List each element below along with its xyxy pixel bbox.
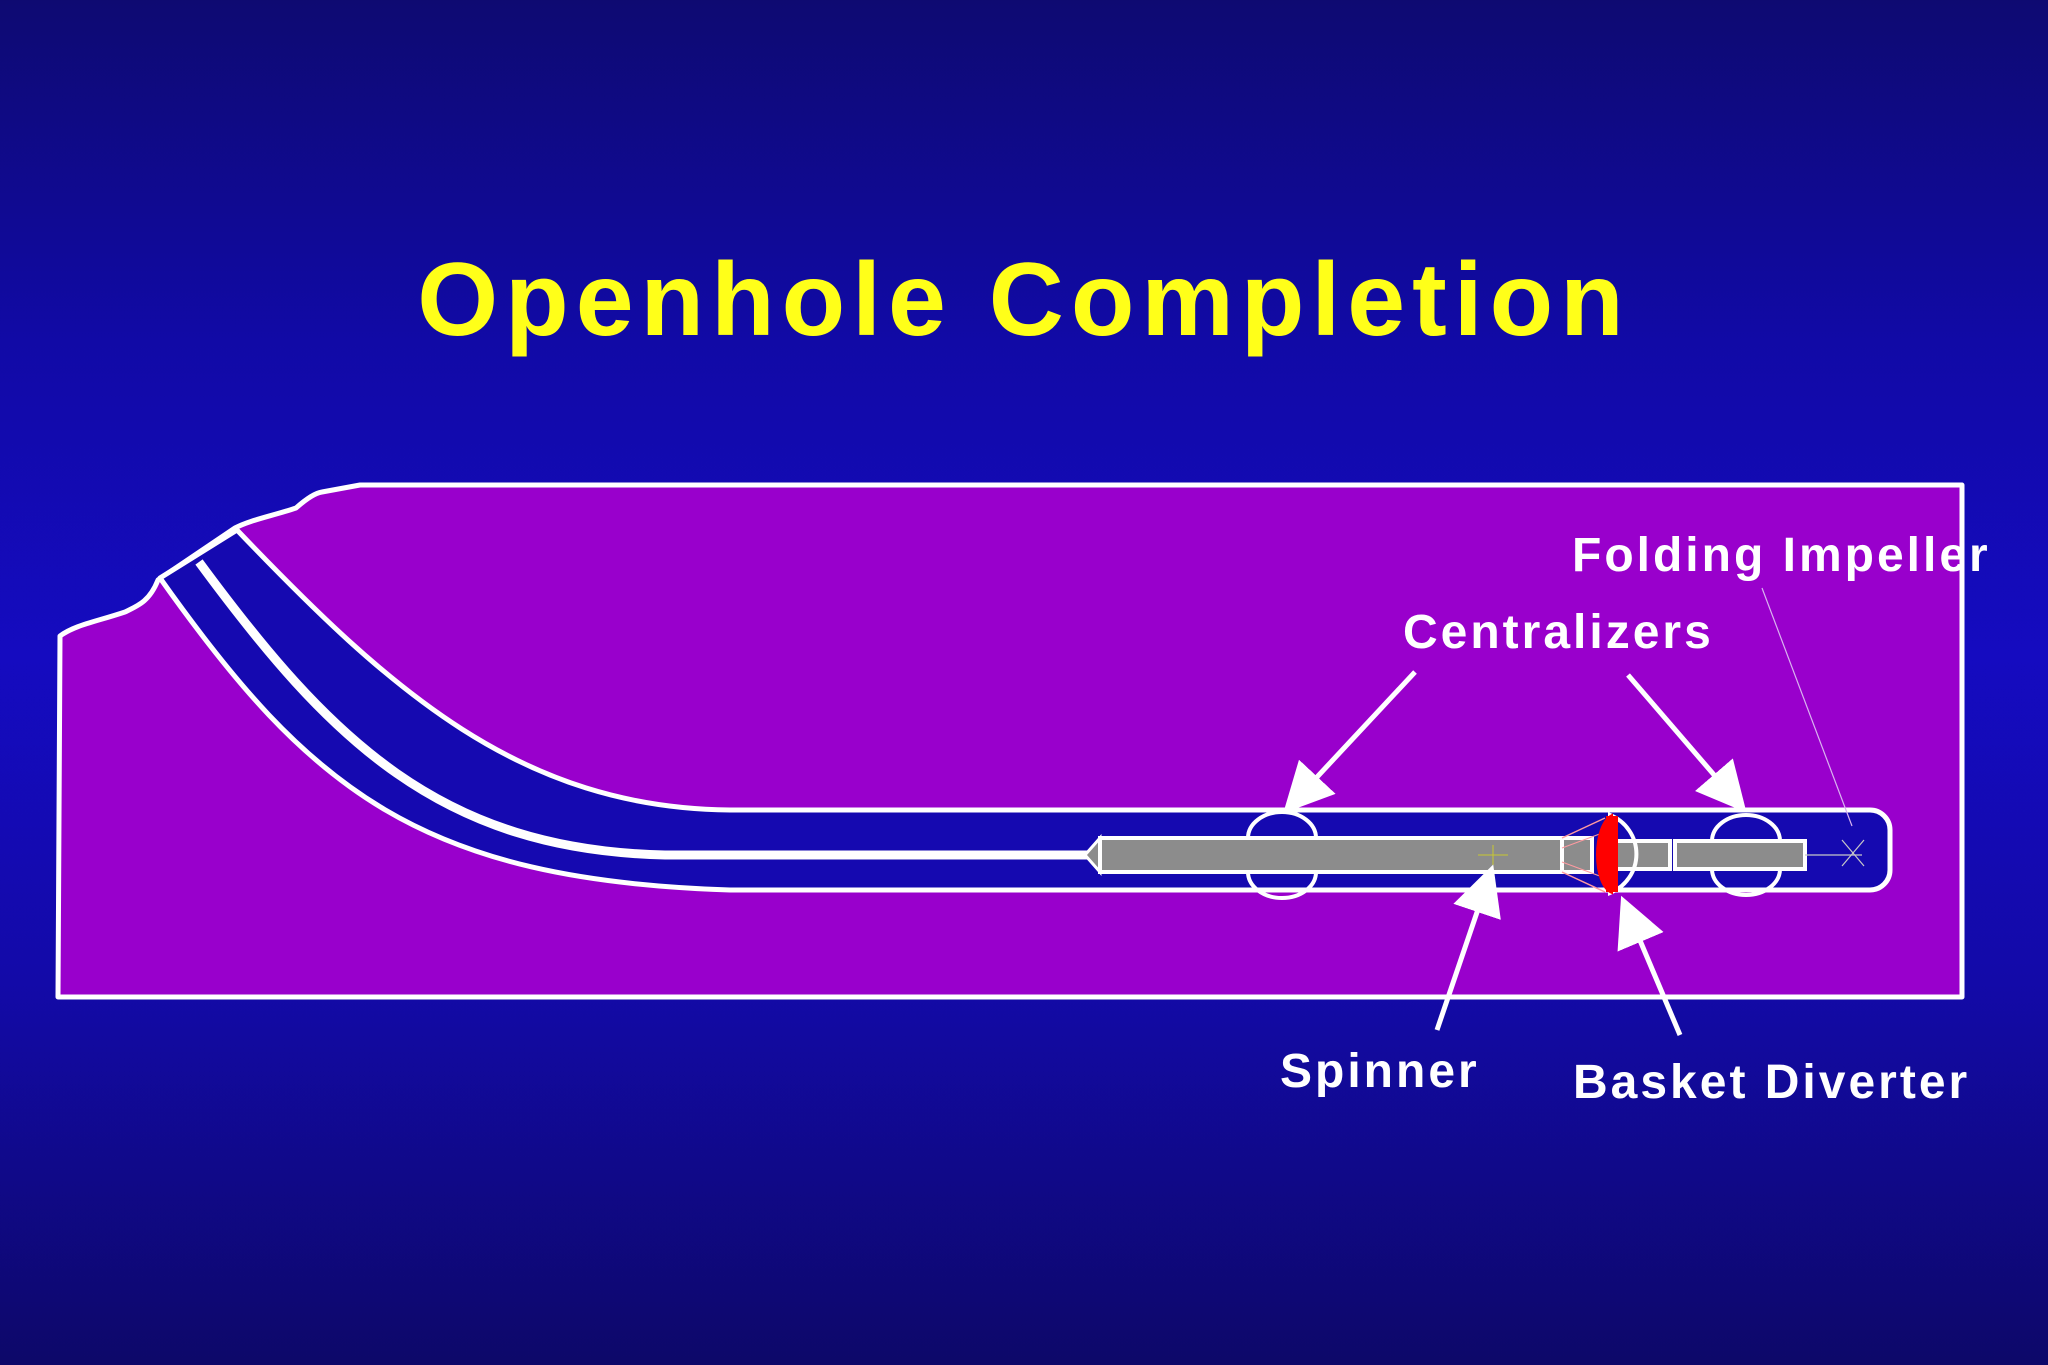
tool-collar: [1560, 836, 1594, 874]
tool-section-mid: [1610, 839, 1672, 871]
folding-impeller-leader: [1761, 587, 1853, 827]
centralizer-front: [1246, 810, 1318, 900]
centralizer-rear: [1710, 813, 1782, 897]
label-basket-diverter: Basket Diverter: [1573, 1056, 1970, 1109]
label-centralizers: Centralizers: [1403, 606, 1714, 659]
folding-impeller: [1805, 839, 1865, 867]
wireline: [195, 559, 1090, 860]
basket-diverter-arrow: [1617, 895, 1683, 1036]
slide-title: Openhole Completion: [417, 242, 1631, 358]
centralizers-arrow-left: [1283, 670, 1417, 814]
tool-section-rear: [1673, 839, 1807, 871]
label-spinner: Spinner: [1280, 1045, 1480, 1098]
basket-diverter: [1561, 812, 1639, 896]
centralizers-arrow-right: [1626, 673, 1747, 813]
spinner-sensor: [1478, 845, 1508, 865]
spinner-arrow: [1434, 864, 1501, 1031]
borehole: [157, 527, 1893, 893]
label-folding-impeller: Folding Impeller: [1572, 529, 1991, 582]
